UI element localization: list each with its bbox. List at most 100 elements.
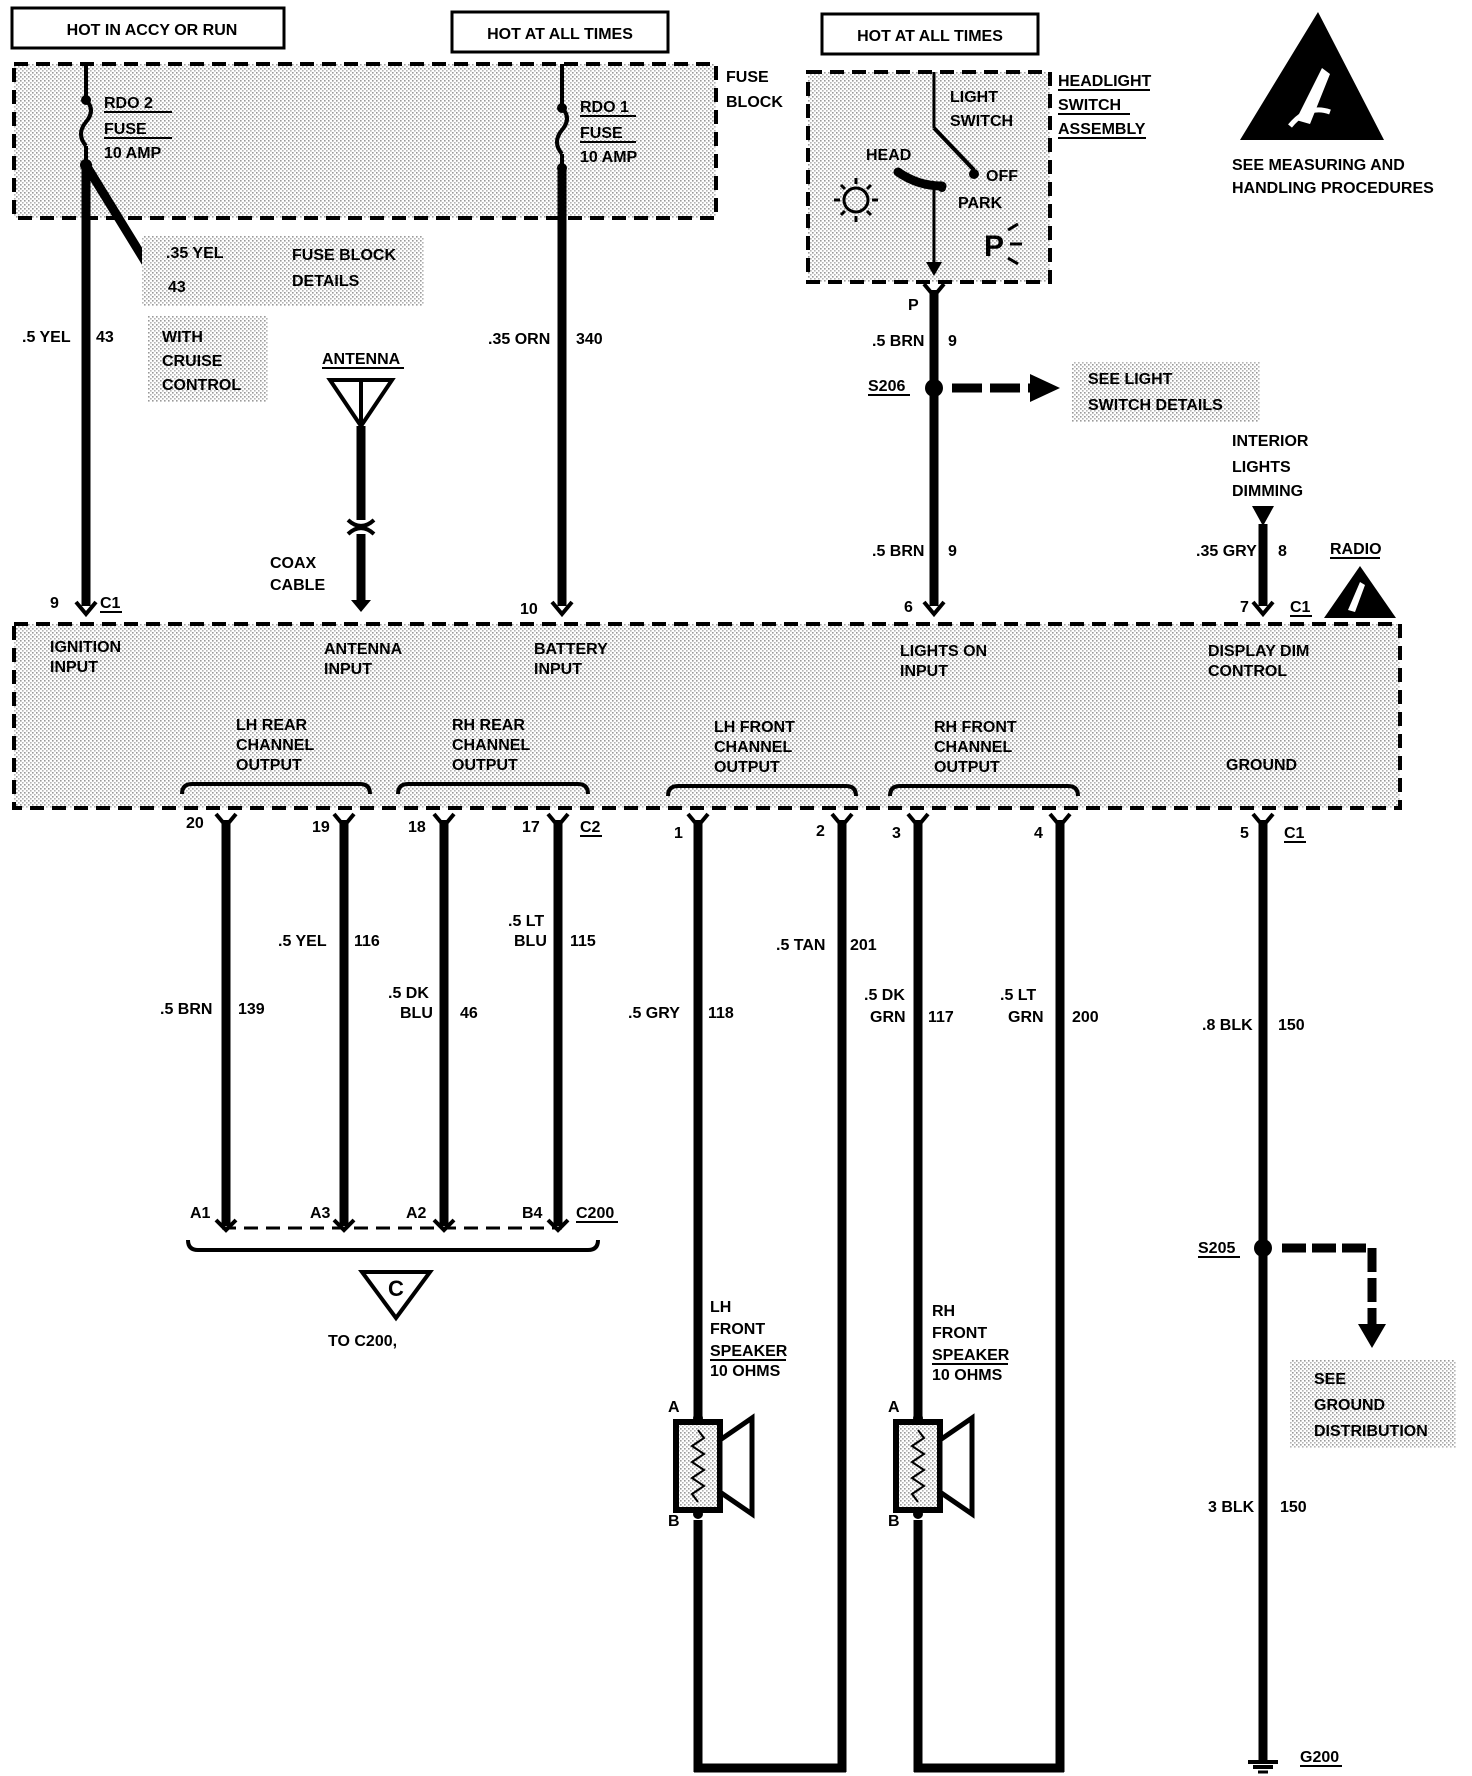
lh-front-speaker-icon[interactable]: [673, 1413, 755, 1519]
svg-text:HOT AT ALL TIMES: HOT AT ALL TIMES: [487, 26, 633, 43]
lh-front-output-3: OUTPUT: [714, 759, 780, 776]
connector-c-reference-icon: C: [358, 1270, 434, 1322]
parking-lamp-letter: P: [984, 230, 1004, 263]
c200-brace: [186, 1239, 600, 1252]
pin-2-label: 2: [816, 823, 825, 840]
wire-9-top-number: 9: [948, 333, 957, 350]
headlight-label-2: SWITCH: [1058, 97, 1121, 114]
wire-150-bottom-color: 3 BLK: [1208, 1499, 1255, 1516]
antenna-label: ANTENNA: [322, 351, 401, 368]
rdo1-fuse-rating: 10 AMP: [580, 149, 638, 166]
pin-1-label: 1: [674, 825, 683, 842]
wire-201-number: 201: [850, 937, 877, 954]
pin-20-label: 20: [186, 815, 204, 832]
parking-lamp-icon: P: [984, 222, 1022, 266]
wire-150-top-color: .8 BLK: [1202, 1017, 1253, 1034]
wire-46-number: 46: [460, 1005, 478, 1022]
rdo1-fuse-word: FUSE: [580, 125, 623, 142]
pin-5-label: 5: [1240, 825, 1249, 842]
rh-speaker-label-2: FRONT: [932, 1325, 987, 1342]
headlight-switch-assembly: [806, 70, 1052, 284]
wire-150-top-number: 150: [1278, 1017, 1305, 1034]
rh-speaker-label-1: RH: [932, 1303, 955, 1320]
display-dim-1: DISPLAY DIM: [1208, 643, 1309, 660]
light-switch-label-1: LIGHT: [950, 89, 998, 106]
light-switch-details-shade: [1072, 362, 1260, 422]
output-braces: [180, 782, 1080, 797]
wire-150-bottom-number: 150: [1280, 1499, 1307, 1516]
wire-46-color-2: BLU: [400, 1005, 433, 1022]
lh-front-output-2: CHANNEL: [714, 739, 792, 756]
rh-rear-output-2: CHANNEL: [452, 737, 530, 754]
antenna-input-1: ANTENNA: [324, 641, 403, 658]
light-switch-icon: [893, 72, 979, 276]
wire-8-color: .35 GRY: [1196, 543, 1257, 560]
rh-front-speaker-icon[interactable]: [893, 1413, 975, 1519]
pin-18-label: 18: [408, 819, 426, 836]
rh-speaker-label-4: 10 OHMS: [932, 1367, 1003, 1384]
wire-9-bottom-number: 9: [948, 543, 957, 560]
rdo2-fuse-label: RDO 2: [104, 95, 153, 112]
rdo1-fuse: [555, 64, 569, 173]
wire-117-color-2: GRN: [870, 1009, 906, 1026]
splice-s205-dot: [1254, 1239, 1272, 1257]
lh-front-output-1: LH FRONT: [714, 719, 795, 736]
wire-115-color-1: .5 LT: [508, 913, 544, 930]
pin-19-label: 19: [312, 819, 330, 836]
wire-200-color-2: GRN: [1008, 1009, 1044, 1026]
dimming-input-icon: [1252, 506, 1274, 526]
wire-43-number: 43: [96, 329, 114, 346]
esd-warning-icon: [1240, 12, 1384, 140]
svg-text:HOT IN ACCY OR RUN: HOT IN ACCY OR RUN: [67, 22, 238, 39]
lower-wires: [214, 812, 1275, 1773]
wire-46-color-1: .5 DK: [388, 985, 429, 1002]
wire-9-bottom-color: .5 BRN: [872, 543, 924, 560]
rh-speaker-label-3: SPEAKER: [932, 1347, 1010, 1364]
wire-200-color-1: .5 LT: [1000, 987, 1036, 1004]
light-switch-details-1: SEE LIGHT: [1088, 371, 1173, 388]
cruise-note-2: CRUISE: [162, 353, 223, 370]
fuse-details-label-2: DETAILS: [292, 273, 360, 290]
rdo2-fuse-word: FUSE: [104, 121, 147, 138]
s206-arrow-icon: [1030, 374, 1060, 402]
connector-c1-label-a: C1: [100, 595, 121, 612]
hot-at-all-times-box-2: HOT AT ALL TIMES: [820, 12, 1040, 56]
fuse-details-circuit: 43: [168, 279, 186, 296]
light-switch-details-2: SWITCH DETAILS: [1088, 397, 1223, 414]
connector-ref-text: TO C200,: [328, 1333, 397, 1350]
wire-43-color: .5 YEL: [22, 329, 71, 346]
pin-7-label: 7: [1240, 599, 1249, 616]
radio-title: RADIO: [1330, 541, 1382, 558]
wire-200-number: 200: [1072, 1009, 1099, 1026]
lh-rear-output-2: CHANNEL: [236, 737, 314, 754]
cruise-note-shade: [148, 316, 268, 402]
coax-connector-icon: [346, 518, 376, 536]
lh-speaker-term-b: B: [668, 1513, 680, 1530]
battery-input-1: BATTERY: [534, 641, 608, 658]
rh-front-output-3: OUTPUT: [934, 759, 1000, 776]
connector-ref-letter: C: [388, 1276, 404, 1301]
splice-s205-label: S205: [1198, 1240, 1235, 1257]
pin-10-label: 10: [520, 601, 538, 618]
esd-note-2: HANDLING PROCEDURES: [1232, 180, 1434, 197]
rdo2-fuse-rating: 10 AMP: [104, 145, 162, 162]
dimming-label-2: LIGHTS: [1232, 459, 1291, 476]
rh-speaker-term-b: B: [888, 1513, 900, 1530]
battery-input-2: INPUT: [534, 661, 582, 678]
display-dim-2: CONTROL: [1208, 663, 1287, 680]
wire-115-number: 115: [570, 933, 596, 950]
ground-distribution-shade: [1290, 1360, 1456, 1448]
antenna-icon: [326, 378, 396, 430]
ignition-input-2: INPUT: [50, 659, 98, 676]
pin-b4-label: B4: [522, 1205, 543, 1222]
ignition-input-1: IGNITION: [50, 639, 121, 656]
ground-g200-label: G200: [1300, 1749, 1339, 1766]
wire-115-color-2: BLU: [514, 933, 547, 950]
lights-on-input-2: INPUT: [900, 663, 948, 680]
s205-ground-arrow-icon: [1358, 1324, 1386, 1348]
pin-6-label: 6: [904, 599, 913, 616]
pin-a1-label: A1: [190, 1205, 211, 1222]
lh-speaker-label-1: LH: [710, 1299, 731, 1316]
park-position-label: PARK: [958, 195, 1003, 212]
fuse-block-label-1: FUSE: [726, 69, 769, 86]
